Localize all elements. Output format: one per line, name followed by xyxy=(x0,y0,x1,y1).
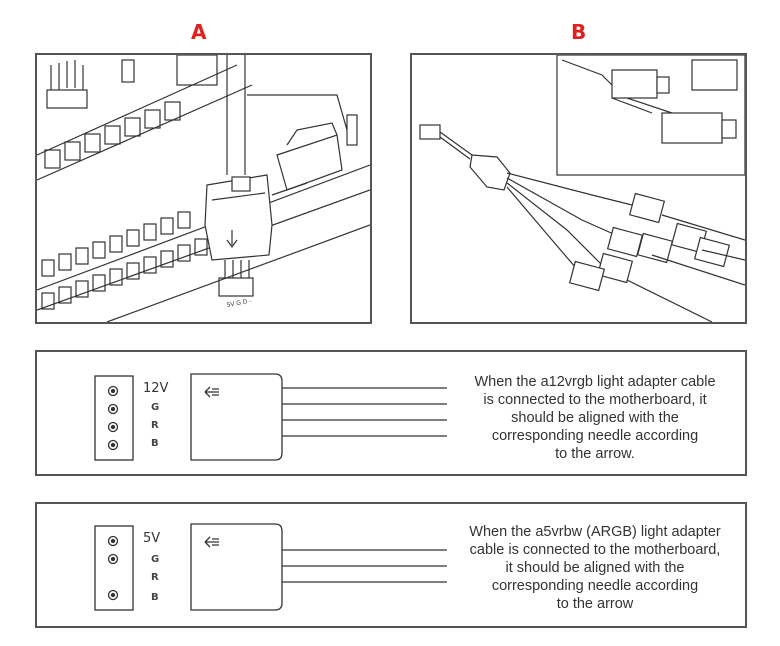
pin-label-b: B xyxy=(151,592,159,603)
description-line: is connected to the motherboard, it xyxy=(483,392,707,408)
plug-12v xyxy=(190,373,283,461)
illustration-a-panel: 5V G D - xyxy=(35,53,372,324)
description-line: cable is connected to the motherboard, xyxy=(469,542,721,558)
label-a: A xyxy=(191,20,207,44)
arrow-icon xyxy=(204,386,219,398)
connector-diagram-12v xyxy=(94,373,447,461)
description-line: should be aligned with the xyxy=(511,410,679,426)
pinout-row-12v: 12V G R B When the a12vrgb light adapter… xyxy=(35,350,747,476)
illustration-b-panel xyxy=(410,53,747,324)
board-marks: 5V G D - xyxy=(226,298,252,309)
pin-label-g: G xyxy=(151,554,160,565)
motherboard-header-illustration: 5V G D - xyxy=(37,55,370,322)
splitter-cable-illustration xyxy=(419,55,745,322)
description-line: to the arrow. xyxy=(555,446,635,462)
description-line: When the a12vrgb light adapter cable xyxy=(474,374,716,390)
description-line: When the a5vrbw (ARGB) light adapter xyxy=(469,524,721,540)
description-line: to the arrow xyxy=(556,596,634,612)
pinout-row-5v: 5V G R B When the a5vrbw (ARGB) light ad… xyxy=(35,502,747,628)
plug-5v xyxy=(190,523,283,611)
motherboard-header-12v xyxy=(94,375,134,461)
connector-diagram-5v xyxy=(94,523,447,611)
pin-label-r: R xyxy=(151,572,159,583)
description-line: corresponding needle according xyxy=(491,428,699,444)
voltage-label-12v: 12V xyxy=(143,381,169,396)
description-5v: When the a5vrbw (ARGB) light adapter cab… xyxy=(445,523,745,613)
description-12v: When the a12vrgb light adapter cable is … xyxy=(445,373,745,463)
voltage-label-5v: 5V xyxy=(143,531,161,546)
arrow-icon xyxy=(204,536,219,548)
pin-label-b: B xyxy=(151,438,159,449)
pin-label-r: R xyxy=(151,420,159,431)
pin-label-g: G xyxy=(151,402,160,413)
label-b: B xyxy=(571,20,587,44)
motherboard-header-5v xyxy=(94,525,134,611)
description-line: it should be aligned with the xyxy=(505,560,685,576)
description-line: corresponding needle according xyxy=(491,578,699,594)
